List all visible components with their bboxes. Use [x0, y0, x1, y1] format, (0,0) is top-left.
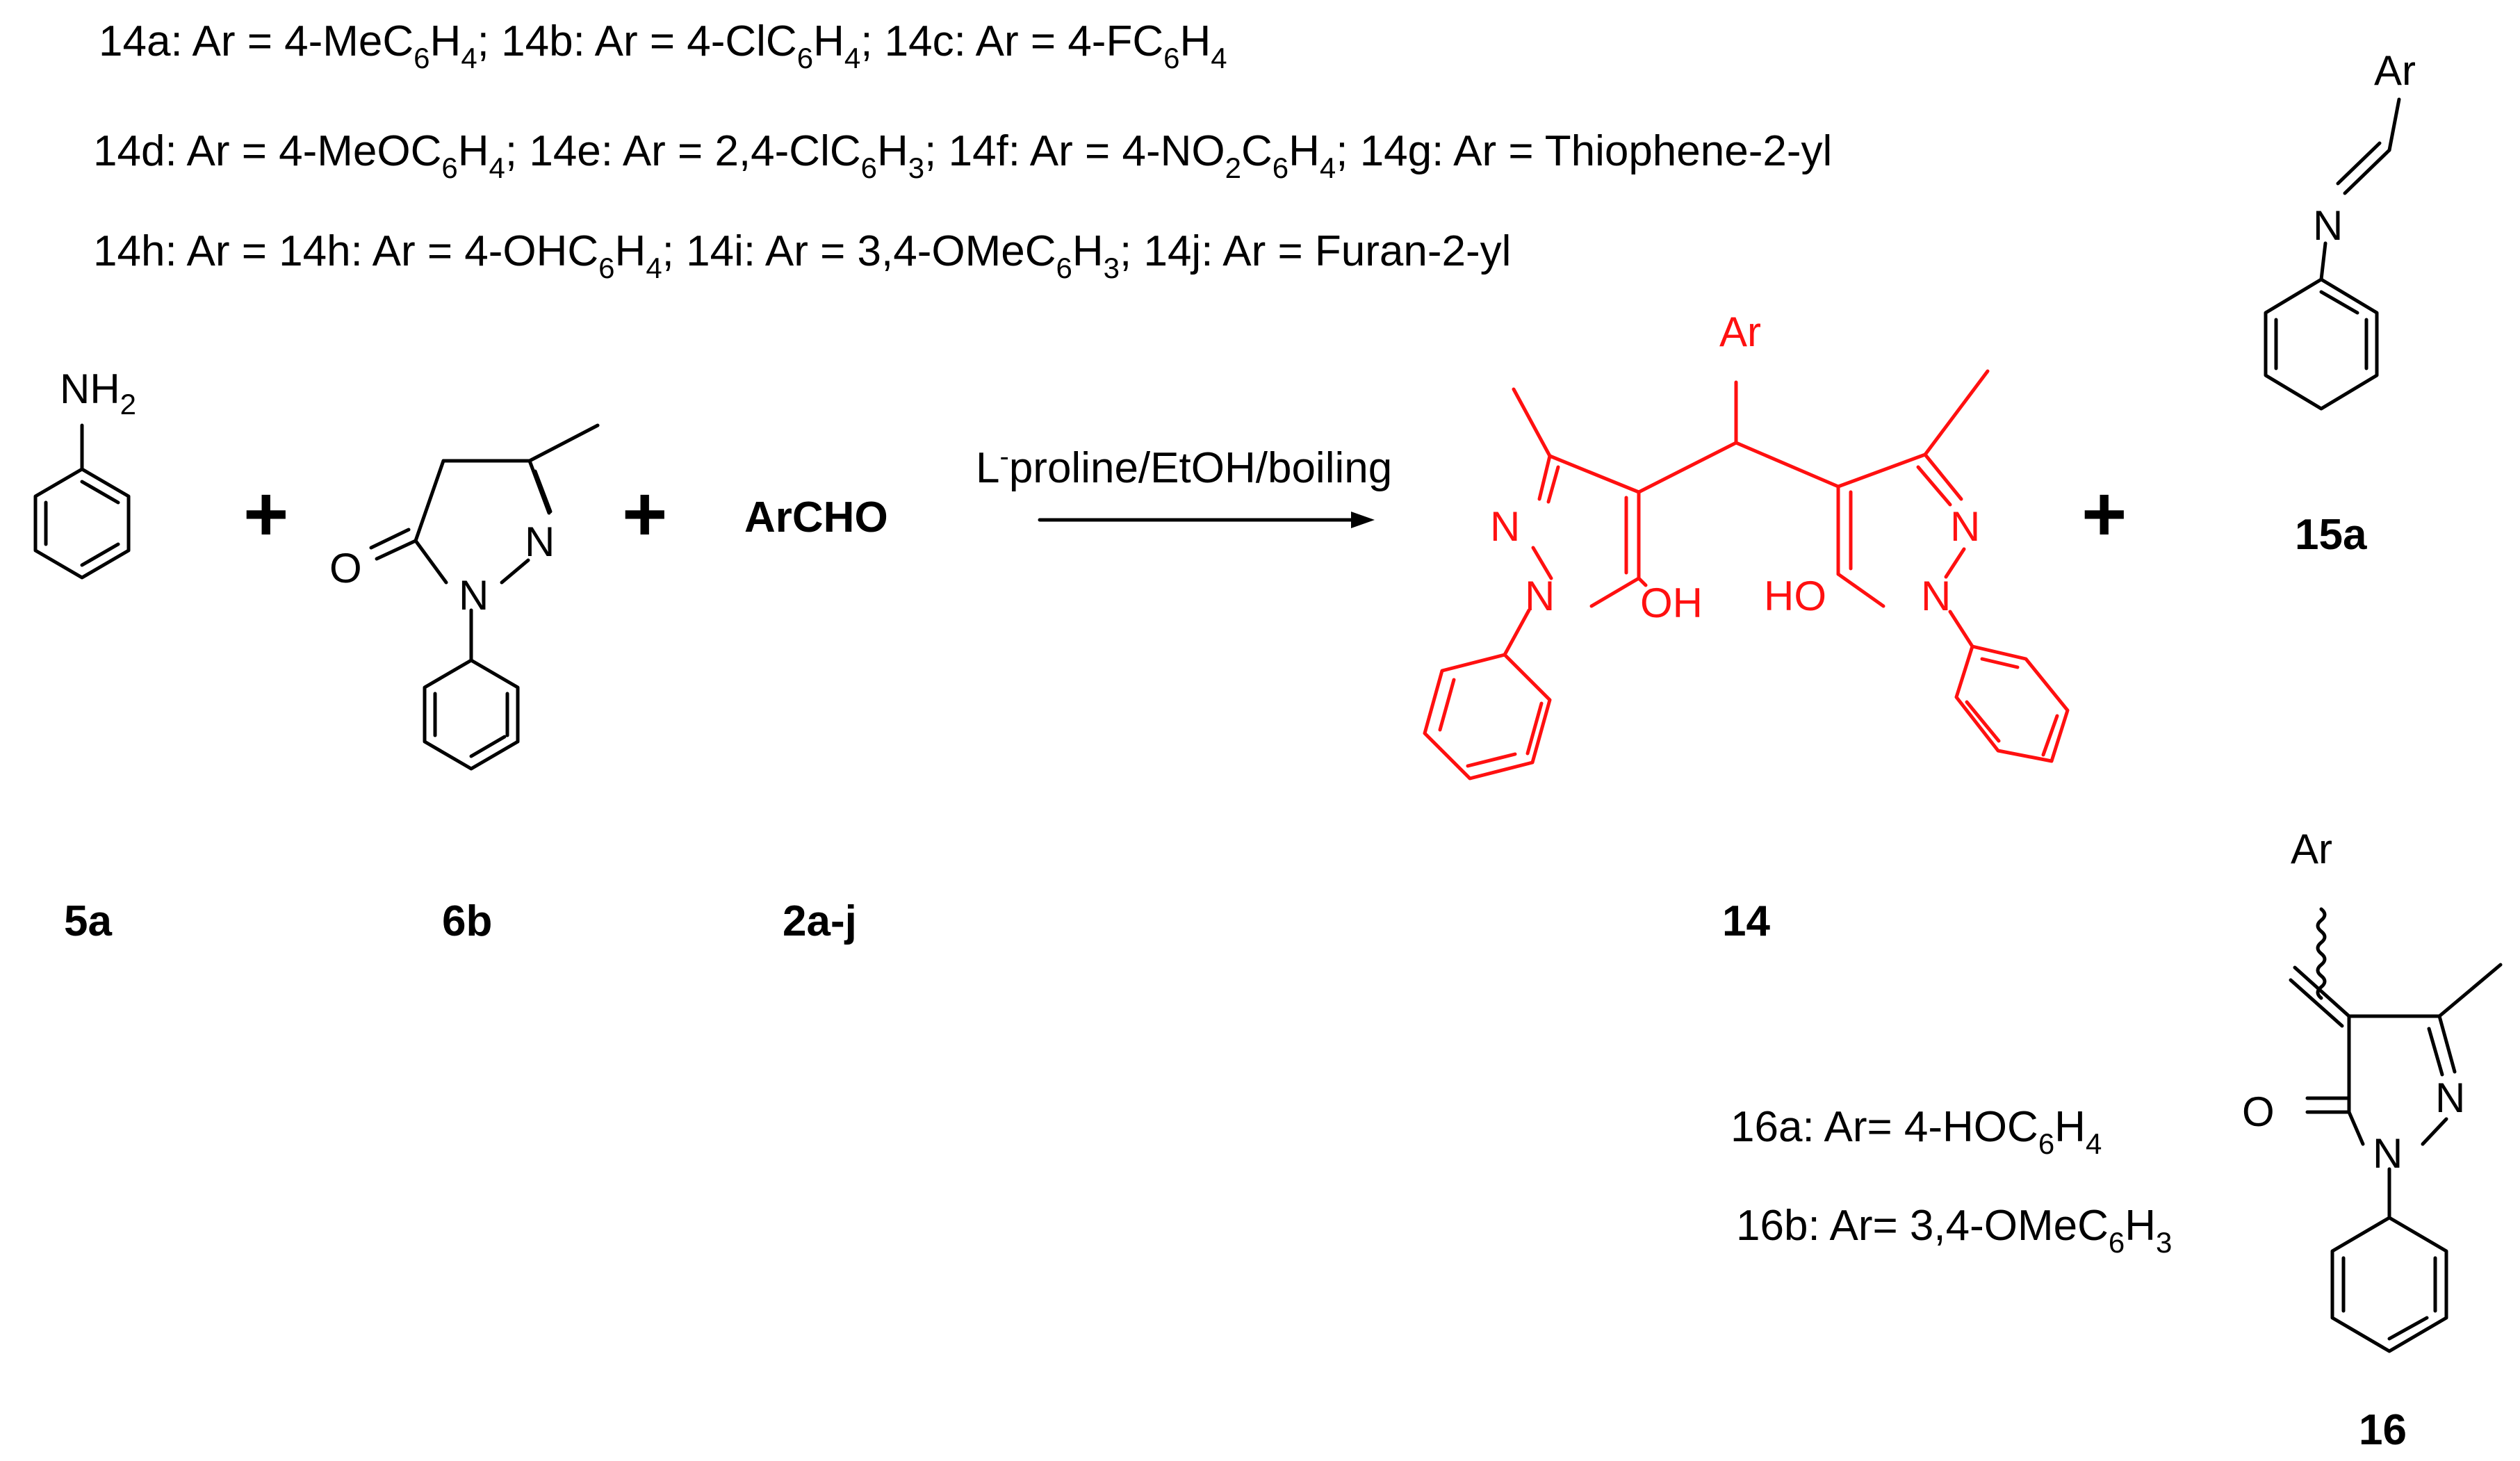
- atom-n-16-2: N: [2435, 1075, 2465, 1121]
- legend-16-line-1: 16a: Ar= 4-HOC6H4: [1731, 1103, 2102, 1160]
- atom-ho-14: HO: [1764, 573, 1826, 619]
- plus-sign-1: +: [243, 471, 288, 557]
- imine-15a-structure: Ar N: [2264, 47, 2416, 411]
- atom-ar-15a: Ar: [2374, 47, 2416, 94]
- compound-label-5a: 5a: [64, 897, 112, 945]
- legend-16-line-2: 16b: Ar= 3,4-OMeC6H3: [1736, 1202, 2172, 1259]
- atom-n-14-left-1: N: [1525, 573, 1555, 619]
- atom-n-6b-1: N: [459, 572, 489, 619]
- compound-label-16: 16: [2359, 1406, 2407, 1454]
- compound-label-6b: 6b: [442, 897, 492, 945]
- aniline-nh2-label: NH2: [60, 366, 136, 421]
- atom-o-6b: O: [329, 545, 362, 591]
- compound-label-14: 14: [1722, 897, 1770, 945]
- atom-n-14-left-2: N: [1490, 503, 1520, 550]
- atom-o-16: O: [2242, 1088, 2275, 1135]
- atom-n-15a: N: [2313, 202, 2343, 249]
- atom-n-14-right-1: N: [1921, 573, 1951, 619]
- plus-sign-2: +: [622, 471, 667, 557]
- reaction-conditions: L-proline/EtOH/boiling: [976, 441, 1392, 492]
- legend-14-line-2: 14d: Ar = 4-MeOC6H4; 14e: Ar = 2,4-ClC6H…: [93, 127, 1832, 184]
- compound-label-2a-j: 2a-j: [783, 897, 857, 945]
- atom-n-16-1: N: [2373, 1130, 2403, 1177]
- legend-14-line-1: 14a: Ar = 4-MeC6H4; 14b: Ar = 4-ClC6H4; …: [99, 17, 1227, 74]
- aniline-structure: NH2: [33, 366, 136, 580]
- pyrazolone-6b-structure: N N O: [329, 423, 600, 771]
- atom-ar-14: Ar: [1719, 309, 1761, 355]
- atom-oh-14: OH: [1640, 580, 1703, 626]
- reagent-archo: ArCHO: [744, 493, 888, 541]
- atom-n-14-right-2: N: [1950, 503, 1980, 550]
- arylidene-16-structure: Ar O N N: [2242, 826, 2503, 1353]
- plus-sign-3: +: [2081, 471, 2127, 557]
- compound-label-15a: 15a: [2295, 511, 2367, 559]
- atom-ar-16: Ar: [2291, 826, 2332, 872]
- atom-n-6b-2: N: [525, 519, 555, 565]
- product-14-structure: Ar N N OH HO N N: [1423, 309, 2070, 781]
- reaction-arrow: [1038, 512, 1375, 528]
- legend-14-line-3: 14h: Ar = 14h: Ar = 4-OHC6H4; 14i: Ar = …: [93, 227, 1511, 284]
